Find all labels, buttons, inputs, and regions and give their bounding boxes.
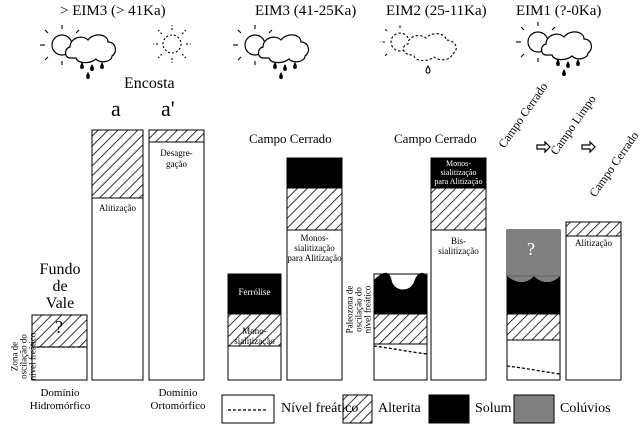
alterita-layer — [148, 129, 205, 143]
period-label: EIM2 (25-11Ka) — [386, 3, 487, 19]
column-a — [91, 129, 144, 381]
column-fundo-de-vale — [31, 314, 88, 381]
alterita-layer — [31, 314, 88, 348]
column-eim2-right — [430, 157, 487, 381]
alterita-layer — [91, 129, 144, 199]
column-letter-a-prime: a' — [161, 96, 175, 121]
solum-layer — [287, 158, 342, 188]
legend-coluvios-swatch — [513, 394, 555, 424]
transition-arrow-icon — [536, 140, 596, 154]
legend-solum-swatch — [428, 394, 470, 424]
desagregacao-label: Desagre-gação — [160, 148, 193, 169]
solum-layer — [228, 274, 281, 314]
column-a-prime — [148, 129, 205, 381]
column-eim2-left — [373, 272, 428, 381]
column-eim3-right — [286, 157, 343, 381]
coluvios-layer — [507, 230, 560, 282]
alterita-layer — [227, 313, 282, 347]
encosta-label: Encosta — [124, 75, 175, 92]
legend-nivel-freatico-label: Nível freático — [281, 401, 359, 416]
legend-solum-label: Solum — [475, 401, 512, 416]
water-table-line — [373, 345, 428, 355]
dashed-sun-icon — [153, 25, 191, 63]
period-label: > EIM3 (> 41Ka) — [60, 3, 166, 19]
monossialitizacao-label: Mono-sialitização — [234, 326, 275, 346]
legend-alterita-swatch — [342, 394, 373, 424]
period-label: EIM1 (?-0Ka) — [516, 3, 602, 19]
legend-nivel-freatico-swatch — [221, 394, 275, 424]
alitizacao-label: Alitização — [99, 203, 136, 213]
dashed-sun-cloud-icon — [380, 24, 457, 74]
sun-cloud-rain-icon — [40, 25, 117, 79]
campo-cerrado-label: Campo Cerrado — [249, 131, 332, 146]
sun-cloud-rain-icon — [233, 25, 310, 79]
period-label: EIM3 (41-25Ka) — [255, 3, 357, 19]
bissialitizacao-label: Bis-sialitização — [438, 236, 479, 256]
alterita-layer — [373, 313, 428, 345]
alterita-layer — [286, 187, 343, 231]
sun-cloud-rain-icon — [516, 22, 593, 76]
legend-coluvios-label: Colúvios — [560, 401, 611, 416]
legend-alterita-label: Alterita — [378, 401, 421, 416]
ferrolise-label: Ferrólise — [238, 287, 271, 297]
alterita-layer — [430, 187, 487, 231]
question-mark: ? — [55, 317, 63, 337]
column-eim1-left — [506, 229, 561, 381]
alterita-layer — [565, 221, 622, 237]
water-table-line — [506, 365, 561, 375]
alitizacao-label: Alitização — [575, 238, 612, 248]
column-eim1-right — [565, 221, 622, 381]
column-eim3-left — [227, 273, 282, 381]
question-mark: ? — [527, 239, 535, 259]
column-letter-a: a — [111, 96, 121, 121]
campo-cerrado-label: Campo Cerrado — [394, 131, 477, 146]
legend — [221, 394, 555, 424]
alterita-layer — [506, 313, 561, 341]
solum-layer — [374, 272, 427, 314]
solum-layer — [431, 158, 486, 188]
solum-layer — [507, 276, 560, 314]
